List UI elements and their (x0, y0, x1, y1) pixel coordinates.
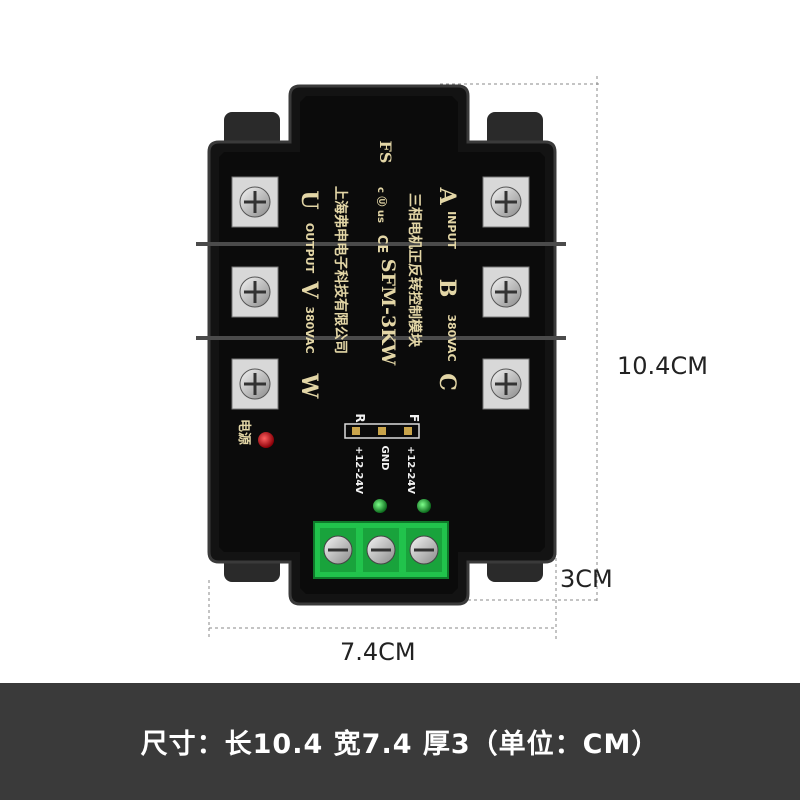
input-voltage: 380VAC (445, 314, 458, 361)
status-led-r (373, 499, 387, 513)
label-w: W (296, 373, 322, 399)
dimension-caption: 尺寸：长10.4 宽7.4 厚3（单位：CM） (140, 729, 660, 760)
thickness-dimension-label: 3CM (560, 565, 613, 593)
input-caption: INPUT (445, 211, 458, 249)
dimension-lines (208, 76, 600, 640)
output-caption: OUTPUT (303, 223, 316, 274)
label-c: C (434, 373, 460, 391)
product-name: 三相电机正反转控制模块 (406, 193, 423, 348)
model-number: SFM-3KW (377, 259, 399, 366)
pin-header (344, 423, 420, 439)
terminal-u (231, 176, 279, 228)
terminal-v (231, 266, 279, 318)
ul-mark: c Ⓤ us (375, 187, 388, 223)
height-dimension-label: 10.4CM (617, 352, 708, 380)
module-face (219, 96, 545, 594)
brand-logo: FS (376, 141, 395, 164)
width-dimension-label: 7.4CM (340, 638, 416, 666)
power-label: 电源 (236, 419, 252, 445)
terminal-a (482, 176, 530, 228)
pin-label-f: +12-24V (405, 446, 416, 494)
output-voltage: 380VAC (303, 306, 316, 353)
pin-2 (378, 427, 386, 435)
power-led (258, 432, 274, 448)
label-a: A (434, 186, 460, 205)
pin-1 (352, 427, 360, 435)
terminal-w (231, 358, 279, 410)
company-name: 上海弗申电子科技有限公司 (332, 186, 349, 354)
label-v: V (296, 280, 322, 299)
pin-3 (404, 427, 412, 435)
footer-banner: 尺寸：长10.4 宽7.4 厚3（单位：CM） (0, 683, 800, 800)
pin-label-gnd: GND (379, 446, 390, 471)
control-label-r: R (353, 413, 367, 422)
pin-label-r: +12-24V (353, 446, 364, 494)
ce-mark: CE (374, 235, 389, 253)
terminal-b (482, 266, 530, 318)
label-u: U (296, 190, 322, 209)
control-terminal-block (313, 521, 449, 579)
label-b: B (434, 279, 460, 298)
status-led-f (417, 499, 431, 513)
control-label-f: F (407, 414, 421, 422)
terminal-c (482, 358, 530, 410)
